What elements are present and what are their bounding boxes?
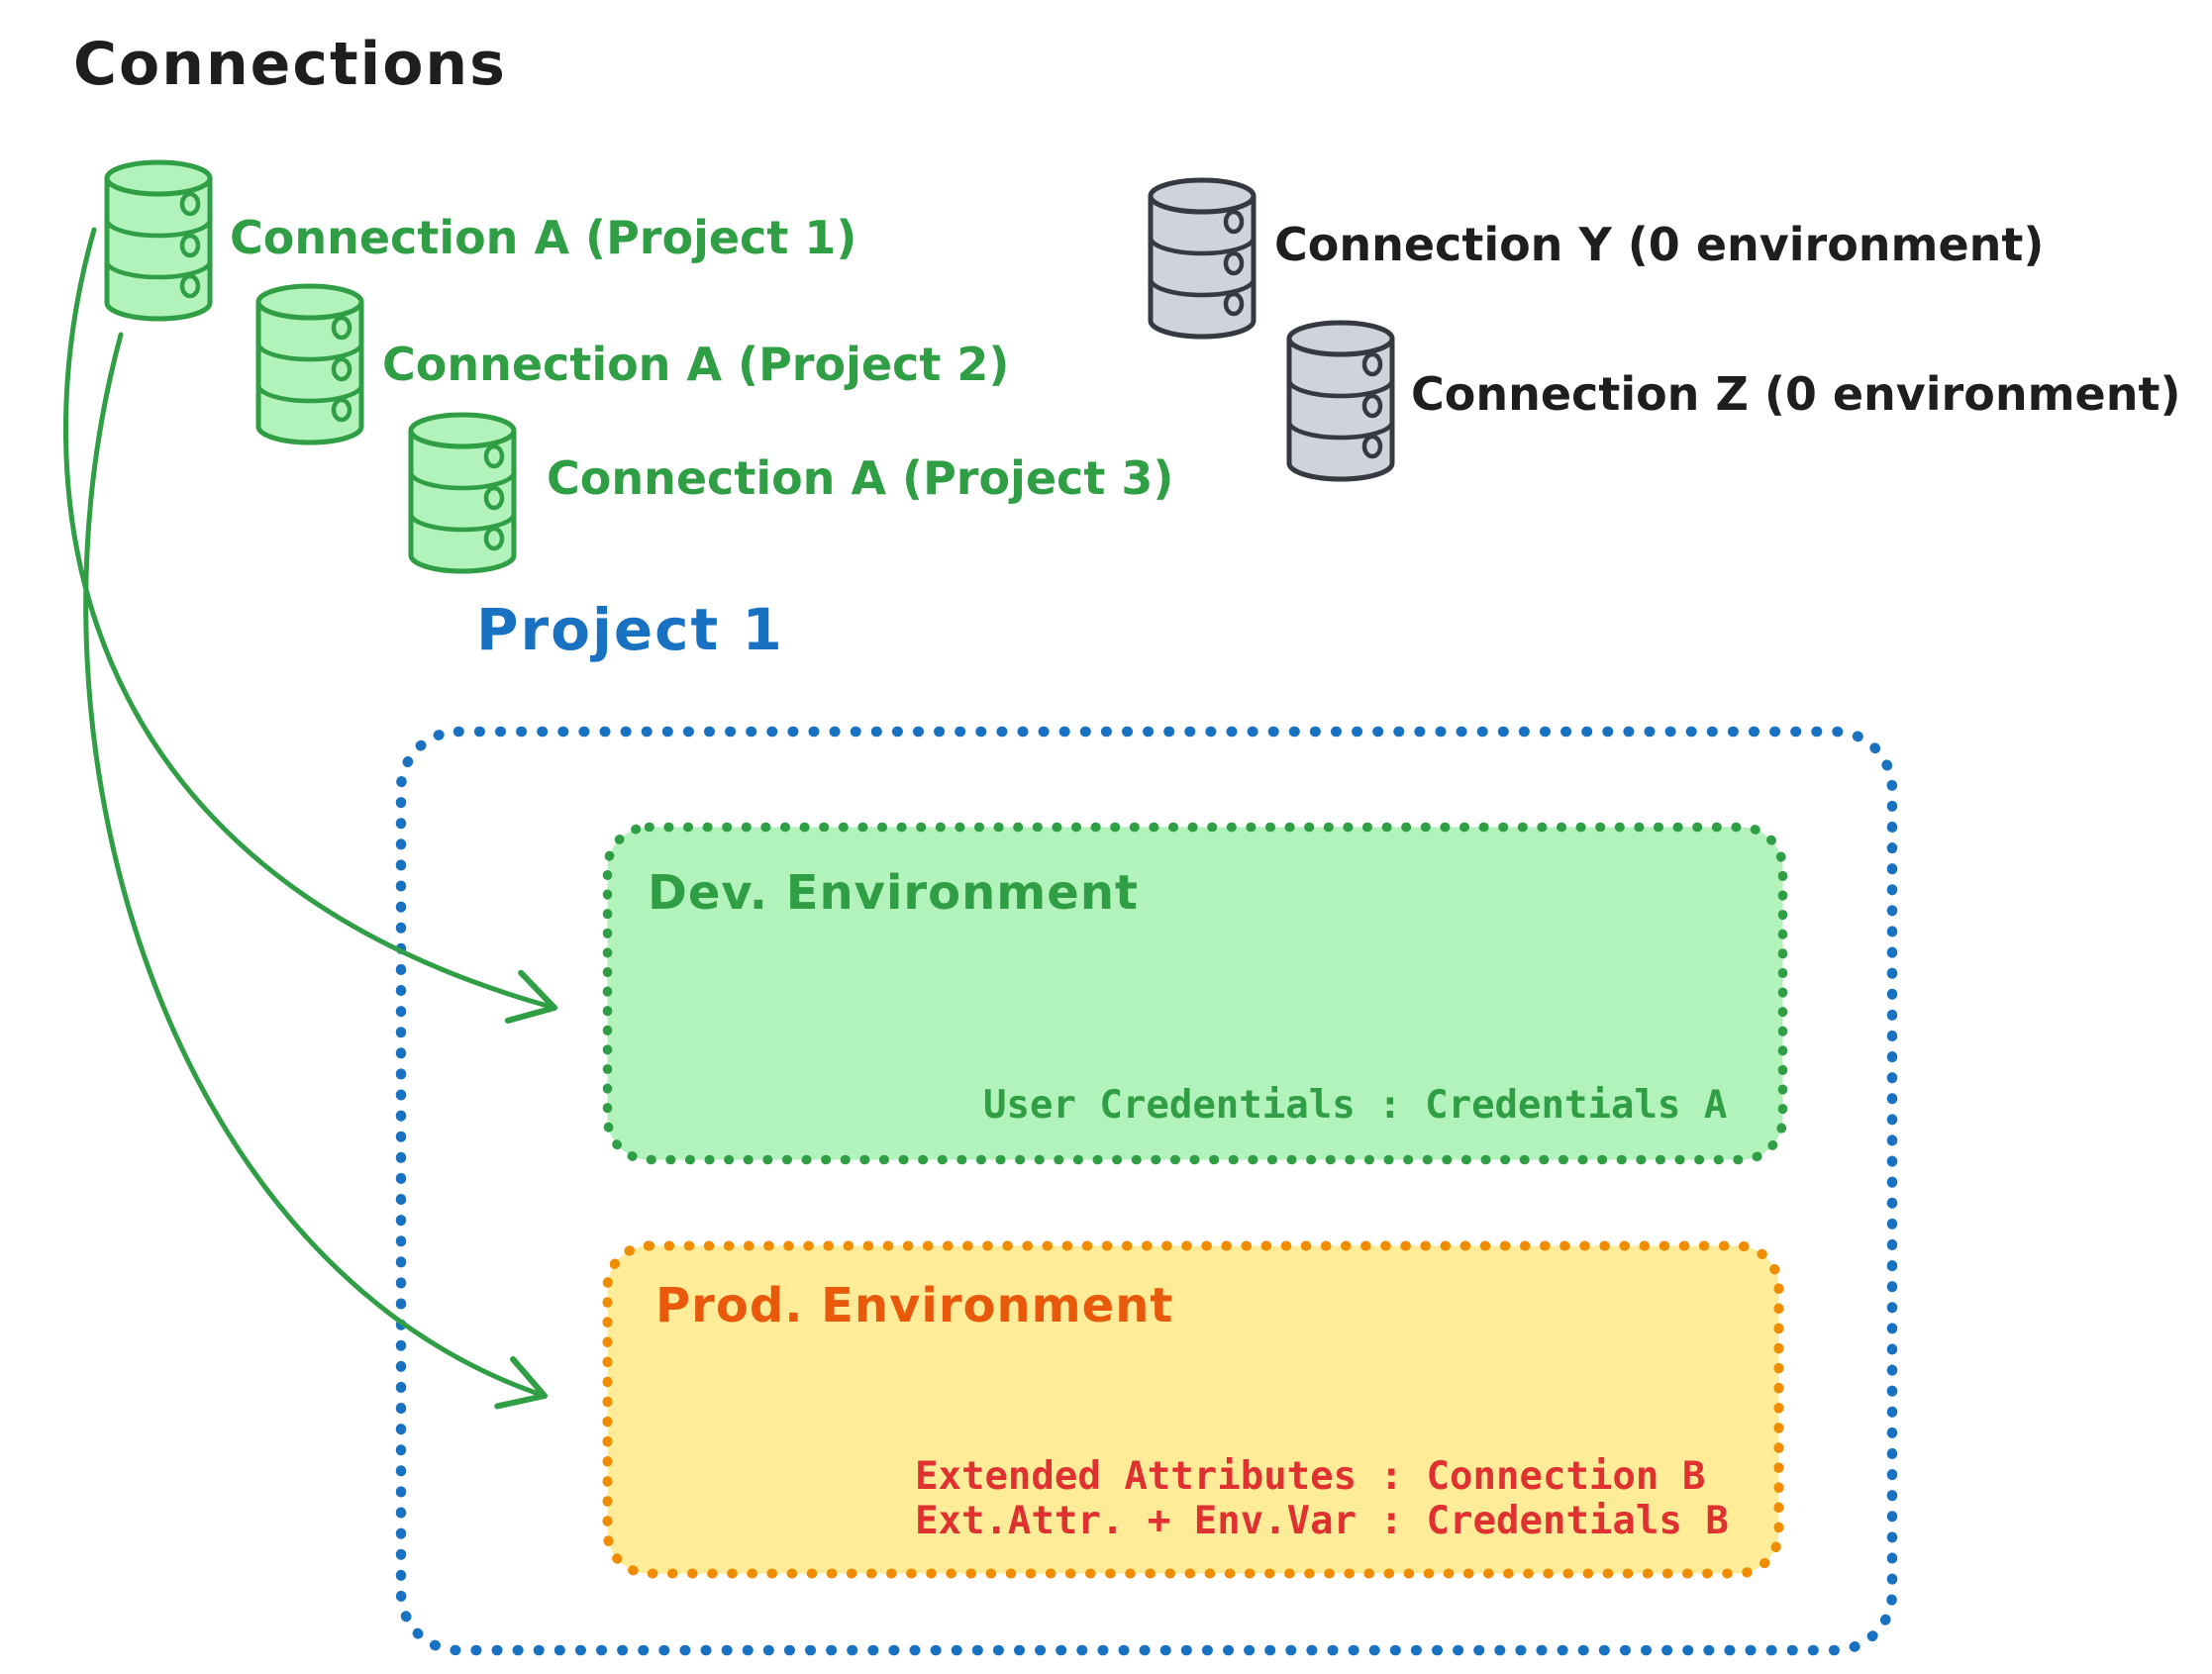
dev-environment-border bbox=[602, 822, 1788, 1165]
connection-label: Connection Z (0 environment) bbox=[1411, 367, 2181, 421]
connection-label: Connection A (Project 3) bbox=[547, 451, 1174, 505]
connection-label: Connection A (Project 1) bbox=[230, 211, 857, 264]
prod-environment-title: Prod. Environment bbox=[655, 1278, 1174, 1333]
prod-mappings: Extended Attributes : Connection B Ext.A… bbox=[915, 1454, 1729, 1543]
diagram-title: Connections bbox=[73, 30, 507, 99]
project-title: Project 1 bbox=[476, 596, 784, 663]
database-icon bbox=[107, 162, 210, 319]
database-icon bbox=[1151, 180, 1254, 337]
database-icon bbox=[1289, 323, 1392, 479]
prod-extended-attributes-mapping: Extended Attributes : Connection B bbox=[915, 1454, 1706, 1499]
prod-environment-border bbox=[602, 1240, 1784, 1579]
dev-environment-title: Dev. Environment bbox=[648, 865, 1139, 921]
connection-label: Connection A (Project 2) bbox=[382, 338, 1010, 391]
database-icon bbox=[258, 286, 361, 443]
prod-environment-box: Prod. Environment Extended Attributes : … bbox=[602, 1240, 1784, 1579]
prod-env-var-mapping: Ext.Attr. + Env.Var : Credentials B bbox=[915, 1499, 1729, 1543]
project-container-border bbox=[395, 726, 1898, 1656]
connection-label: Connection Y (0 environment) bbox=[1274, 218, 2045, 271]
dev-credentials-mapping: User Credentials : Credentials A bbox=[983, 1083, 1728, 1128]
dev-environment-box: Dev. Environment User Credentials : Cred… bbox=[602, 822, 1788, 1165]
database-icon bbox=[411, 415, 514, 571]
project-container: Dev. Environment User Credentials : Cred… bbox=[395, 726, 1898, 1656]
